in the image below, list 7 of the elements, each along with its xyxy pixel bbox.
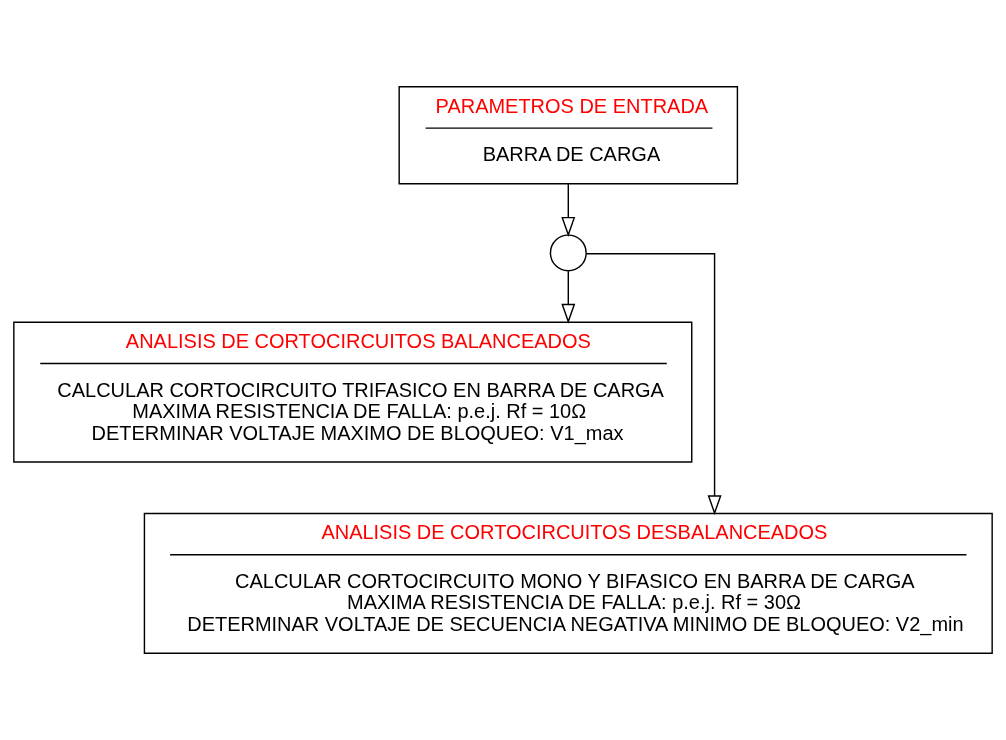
node-circle [549,234,587,272]
node-box: PARAMETROS DE ENTRADA BARRA DE CARGA [398,86,739,185]
node-box: ANALISIS DE CORTOCIRCUITOS BALANCEADOS CALCULAR CORTOCIRCUITO TRIFASICO EN BARRA DE CARGA MAXIMA RESISTENCIA DE FALLA: p.e.j. Rf = 10Ω DETERMINAR VOLTAJE MAXIMO DE BLOQUEO: V1_max [13,321,693,463]
arrow [561,183,576,237]
node-box: ANALISIS DE CORTOCIRCUITOS DESBALANCEADOS CALCULAR CORTOCIRCUITO MONO Y BIFASICO EN BARRA DE CARGA MAXIMA RESISTENCIA DE FALLA: p.e.j. Rf = 30Ω DETERMINAR VOLTAJE DE SECUENCIA NEGATIVA MINIMO DE BLOQUEO: V2_min [143,512,993,654]
arrow [561,270,576,324]
arrow [585,252,722,516]
